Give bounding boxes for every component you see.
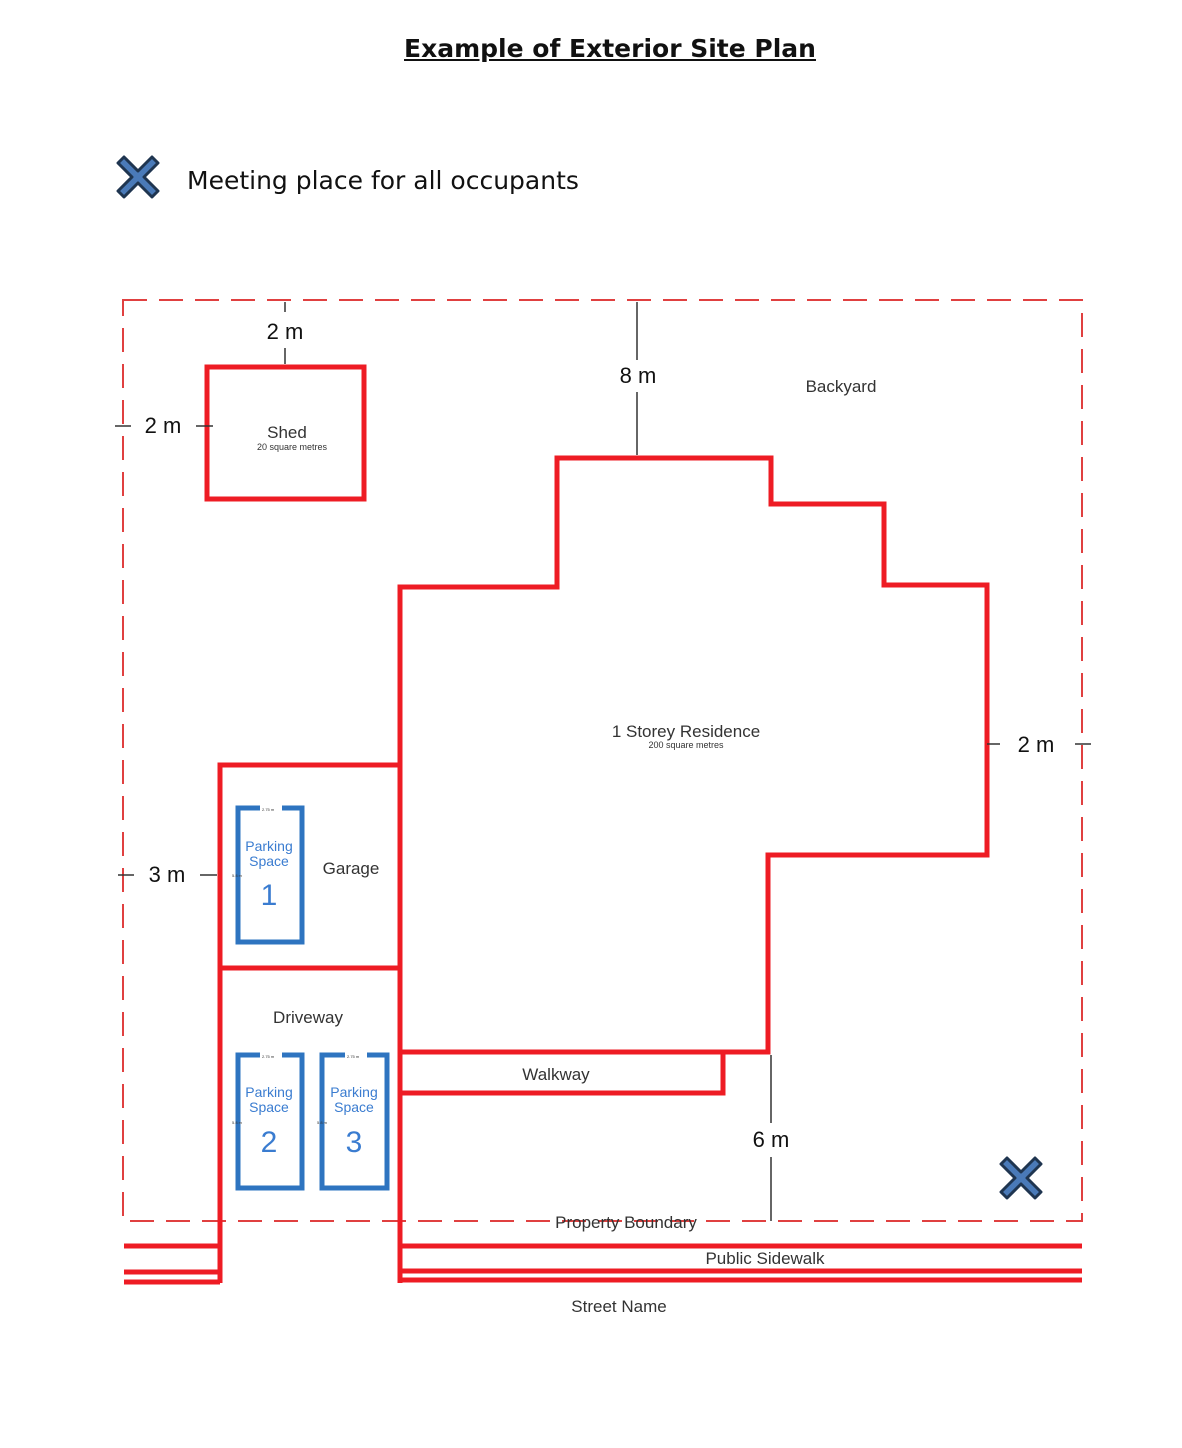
parking-label: Parking <box>330 1084 377 1100</box>
dim-label: 2 m <box>267 319 304 344</box>
legend-x-mark-icon <box>116 155 160 199</box>
property-boundary-label: Property Boundary <box>555 1213 697 1232</box>
driveway-label: Driveway <box>273 1008 343 1027</box>
parking-label: Space <box>249 1099 289 1115</box>
parking-width: 2.75 m <box>347 1054 360 1059</box>
dim-label: 3 m <box>149 862 186 887</box>
parking-space-3 <box>319 1052 390 1191</box>
residence-label: 1 Storey Residence <box>612 722 760 741</box>
parking-number: 2 <box>261 1126 278 1159</box>
garage-driveway-left-wall <box>217 762 400 1283</box>
legend-text: Meeting place for all occupants <box>187 166 579 195</box>
page-title: Example of Exterior Site Plan <box>404 34 816 63</box>
dim-label: 6 m <box>753 1127 790 1152</box>
walkway-label: Walkway <box>522 1065 590 1084</box>
parking-length: 5.8 m <box>232 873 243 878</box>
dim-label: 2 m <box>1018 732 1055 757</box>
parking-number: 3 <box>346 1126 363 1159</box>
parking-label: Space <box>249 853 289 869</box>
parking-label: Space <box>334 1099 374 1115</box>
meeting-place-x-mark-icon <box>999 1156 1043 1200</box>
property-boundary <box>122 299 1083 1222</box>
parking-number: 1 <box>261 879 278 912</box>
dim-label: 8 m <box>620 363 657 388</box>
street-name-label: Street Name <box>571 1297 666 1316</box>
garage-label: Garage <box>323 859 380 878</box>
backyard-label: Backyard <box>806 377 877 396</box>
public-sidewalk-label: Public Sidewalk <box>705 1249 825 1268</box>
shed-label: Shed <box>267 423 307 442</box>
parking-label: Parking <box>245 838 292 854</box>
parking-space-1 <box>235 805 305 945</box>
parking-length: 5.8 m <box>317 1120 328 1125</box>
residence-outline <box>397 455 990 1055</box>
shed-outline <box>204 364 367 502</box>
residence-area: 200 square metres <box>648 740 724 750</box>
shed-area: 20 square metres <box>257 442 328 452</box>
parking-length: 5.8 m <box>232 1120 243 1125</box>
parking-width: 2.75 m <box>262 1054 275 1059</box>
parking-width: 2.75 m <box>262 807 275 812</box>
parking-label: Parking <box>245 1084 292 1100</box>
parking-space-2 <box>235 1052 305 1191</box>
dim-label: 2 m <box>145 413 182 438</box>
